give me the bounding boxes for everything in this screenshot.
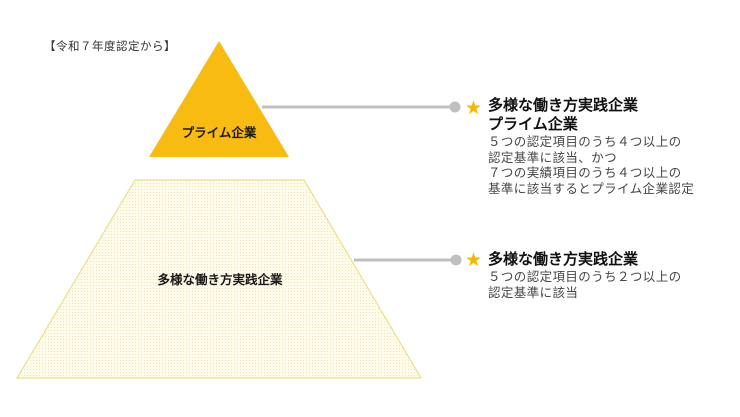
prime-criteria-line: 基準に該当するとプライム企業認定 — [488, 180, 695, 196]
prime-triangle — [149, 41, 289, 157]
base-trapezoid — [15, 179, 423, 379]
prime-title-line2: プライム企業 — [488, 115, 578, 133]
base-criteria-line: ５つの認定項目のうち２つ以上の — [488, 269, 682, 284]
prime-criteria-line: ７つの実績項目のうち４つ以上の — [488, 165, 682, 180]
fiscal-year-note: 【令和７年度認定から】 — [44, 39, 176, 53]
prime-criteria-line: ５つの認定項目のうち４つ以上の — [488, 134, 682, 149]
base-tier-label: 多様な働き方実践企業 — [157, 272, 283, 287]
base-connector-dot — [450, 254, 462, 266]
prime-tier-label: プライム企業 — [181, 125, 257, 140]
star-icon: ★ — [465, 249, 483, 271]
base-description: 多様な働き方実践企業 ５つの認定項目のうち２つ以上の 認定基準に該当 — [488, 250, 682, 300]
base-criteria-line: 認定基準に該当 — [488, 284, 579, 300]
base-title: 多様な働き方実践企業 — [488, 250, 639, 268]
star-icon: ★ — [465, 97, 483, 119]
prime-description: 多様な働き方実践企業 プライム企業 ５つの認定項目のうち４つ以上の 認定基準に該… — [488, 96, 694, 196]
prime-connector-dot — [449, 101, 461, 113]
prime-title-line1: 多様な働き方実践企業 — [488, 96, 639, 114]
prime-criteria-line: 認定基準に該当、かつ — [488, 149, 618, 165]
